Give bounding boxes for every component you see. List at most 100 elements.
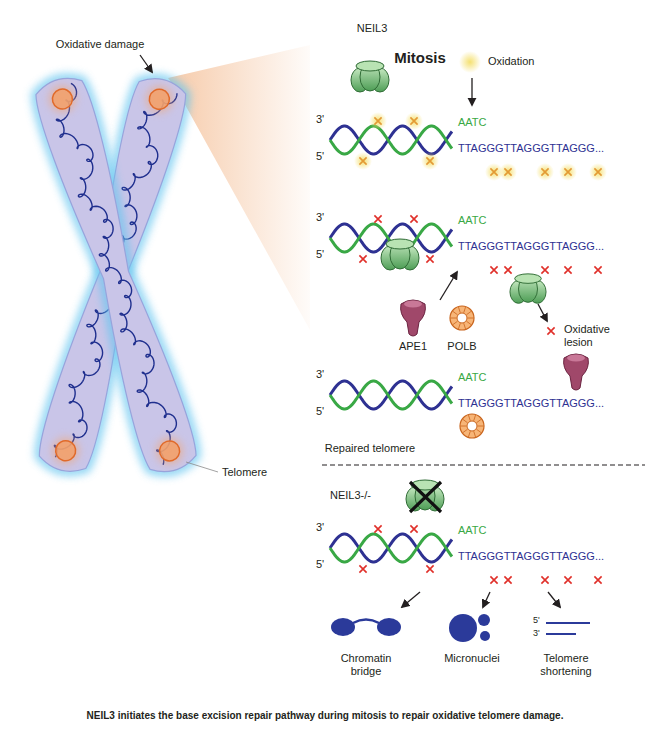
protein-ridge bbox=[468, 431, 470, 437]
neil3-protein bbox=[406, 480, 444, 511]
protein-label: NEIL3 bbox=[357, 22, 388, 35]
sequence-label: TTAGGGTTAGGGTTAGGG... bbox=[458, 397, 604, 410]
sequence-label: TTAGGGTTAGGGTTAGGG... bbox=[458, 550, 604, 563]
genotype-label: NEIL3-/- bbox=[330, 489, 371, 502]
strand-end-label: 3' bbox=[316, 368, 324, 381]
protein-ridge bbox=[458, 307, 460, 313]
chromatid-glow bbox=[31, 72, 201, 478]
protein-ridge bbox=[463, 419, 468, 423]
lesion-mark bbox=[426, 255, 433, 262]
dna-strand bbox=[330, 534, 452, 562]
outcome-label: Micronuclei bbox=[444, 652, 500, 665]
protein-ridge bbox=[476, 419, 481, 423]
dna-strand bbox=[330, 224, 452, 252]
sequence-label: TTAGGGTTAGGGTTAGGG... bbox=[458, 142, 604, 155]
protein-ridge bbox=[466, 311, 471, 315]
dna-helix bbox=[330, 126, 452, 154]
protein-ring bbox=[450, 306, 474, 330]
protein-lobe bbox=[515, 274, 542, 284]
telomere-spot bbox=[147, 87, 171, 111]
lesion-mark bbox=[426, 565, 433, 572]
lesion-mark bbox=[594, 576, 601, 583]
strand-end-label: 3' bbox=[316, 211, 324, 224]
panel-title: Mitosis bbox=[394, 49, 446, 66]
oxidation-glow bbox=[589, 163, 607, 181]
lesion-mark bbox=[541, 168, 548, 175]
lesion-mark bbox=[541, 576, 548, 583]
telomere-spot bbox=[50, 87, 75, 112]
divider-line bbox=[322, 464, 645, 465]
protein-highlight bbox=[404, 301, 422, 308]
protein-lobe bbox=[386, 239, 414, 249]
protein-body bbox=[564, 354, 589, 390]
arrow bbox=[402, 592, 420, 607]
polb-protein bbox=[460, 414, 484, 438]
protein-hole bbox=[467, 421, 477, 431]
dna-helix bbox=[330, 381, 452, 409]
lesion-mark bbox=[426, 157, 433, 164]
protein-highlight bbox=[567, 355, 585, 362]
dna-strand bbox=[330, 224, 452, 252]
neil3-protein bbox=[381, 239, 419, 270]
telomere-glow bbox=[153, 435, 185, 467]
protein-ridge bbox=[463, 429, 468, 433]
strand-end-label: 5' bbox=[316, 405, 324, 418]
oxidation-glow bbox=[559, 163, 577, 181]
protein-ridge bbox=[478, 426, 484, 427]
dna-strand bbox=[330, 126, 452, 154]
chromatin-bridge-icon bbox=[377, 618, 401, 636]
arrow bbox=[483, 592, 490, 607]
lesion-mark bbox=[564, 168, 571, 175]
protein-ridge bbox=[464, 323, 466, 329]
oxidation-glow bbox=[354, 152, 372, 170]
part-label: Telomere bbox=[222, 466, 267, 479]
neil3-protein bbox=[351, 61, 389, 92]
neil3-protein bbox=[510, 274, 546, 303]
short-telomere-icon bbox=[546, 623, 590, 634]
oxidation-glow bbox=[421, 152, 439, 170]
polb-protein bbox=[450, 306, 474, 330]
micronucleus-icon bbox=[449, 614, 477, 642]
dna-helix bbox=[330, 534, 452, 562]
oxidation-glow bbox=[405, 112, 423, 130]
strand-end-label: 5' bbox=[316, 248, 324, 261]
chromatid-body bbox=[31, 72, 201, 478]
protein-ridge bbox=[468, 415, 470, 421]
strand-end-label: 3' bbox=[316, 113, 324, 126]
arrow bbox=[538, 304, 547, 321]
protein-ridge bbox=[451, 318, 457, 319]
sequence-label: AATC bbox=[458, 214, 487, 227]
strand-end-label: 5' bbox=[533, 615, 540, 625]
dna-strand bbox=[330, 534, 452, 562]
strand-end-label: 5' bbox=[316, 150, 324, 163]
lesion-mark bbox=[374, 215, 381, 222]
protein-ridge bbox=[464, 307, 466, 313]
arrow bbox=[140, 55, 152, 72]
telomere-spot bbox=[53, 439, 77, 463]
lesion-mark bbox=[564, 266, 571, 273]
protein-ridge bbox=[458, 323, 460, 329]
protein-ridge bbox=[474, 431, 476, 437]
lesion-mark bbox=[594, 266, 601, 273]
dna-helix bbox=[330, 224, 452, 252]
lesion-mark bbox=[374, 117, 381, 124]
strand-end-label: 3' bbox=[533, 628, 540, 638]
protein-ridge bbox=[474, 415, 476, 421]
micronucleus-icon bbox=[478, 614, 490, 626]
protein-body bbox=[401, 300, 426, 336]
lesion-mark bbox=[374, 525, 381, 532]
arrow bbox=[548, 592, 560, 607]
strand-end-label: 5' bbox=[316, 558, 324, 571]
figure-caption: NEIL3 initiates the base excision repair… bbox=[87, 710, 564, 722]
oxidation-glow bbox=[499, 163, 517, 181]
lesion-mark bbox=[359, 255, 366, 262]
protein-lobe bbox=[356, 61, 384, 71]
telomere-glow bbox=[143, 83, 175, 115]
sequence-label: AATC bbox=[458, 524, 487, 537]
annotation-label: Repaired telomere bbox=[325, 442, 416, 455]
lesion-mark bbox=[490, 266, 497, 273]
sequence-label: TTAGGGTTAGGGTTAGGG... bbox=[458, 240, 604, 253]
outcome-label: Chromatin bridge bbox=[331, 652, 401, 677]
arrow bbox=[440, 272, 457, 300]
